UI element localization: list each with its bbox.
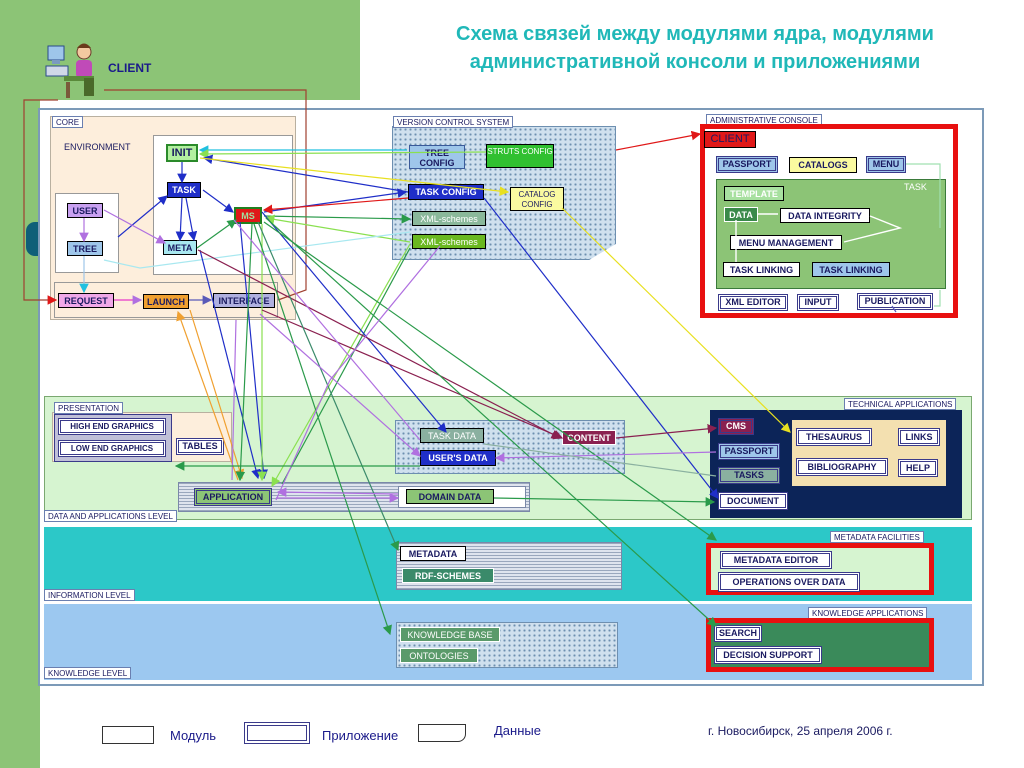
vcs-label: VERSION CONTROL SYSTEM	[393, 116, 514, 128]
low-end-graphics-app[interactable]: LOW END GRAPHICS	[58, 440, 166, 457]
data-integrity-module[interactable]: DATA INTEGRITY	[780, 208, 870, 223]
request-module[interactable]: REQUEST	[58, 293, 114, 308]
interface-module[interactable]: INTERFACE	[213, 293, 275, 308]
ontologies-data[interactable]: ONTOLOGIES	[400, 648, 478, 663]
legend-data-label: Данные	[494, 723, 541, 738]
cms-app[interactable]: CMS	[718, 418, 754, 435]
launch-module[interactable]: LAUNCH	[143, 294, 189, 309]
xml-schemes-data-2[interactable]: XML-schemes	[412, 234, 486, 249]
legend-data-swatch	[418, 724, 466, 742]
publication-app[interactable]: PUBLICATION	[857, 293, 933, 310]
application-app[interactable]: APPLICATION	[194, 488, 272, 506]
admin-data-module[interactable]: DATA	[724, 207, 758, 222]
presentation-label: PRESENTATION	[54, 402, 124, 414]
template-module[interactable]: TEMPLATE	[724, 186, 784, 201]
thesaurus-app[interactable]: THESAURUS	[796, 428, 872, 446]
menu-app[interactable]: MENU	[866, 156, 906, 173]
tree-config-data[interactable]: TREE CONFIG	[409, 145, 465, 169]
domain-data-data[interactable]: DOMAIN DATA	[406, 489, 494, 504]
tables-app[interactable]: TABLES	[176, 438, 224, 455]
ms-module[interactable]: MS	[234, 207, 262, 224]
client-label-top: CLIENT	[108, 61, 152, 75]
task-config-data[interactable]: TASK CONFIG	[408, 184, 484, 200]
metadata-editor-app[interactable]: METADATA EDITOR	[720, 551, 832, 569]
users-data-data[interactable]: USER'S DATA	[420, 450, 496, 466]
footer-location-date: г. Новосибирск, 25 апреля 2006 г.	[708, 724, 893, 738]
admin-passport-app[interactable]: PASSPORT	[716, 156, 778, 173]
xml-editor-app[interactable]: XML EDITOR	[718, 294, 788, 311]
input-app[interactable]: INPUT	[797, 294, 839, 311]
legend-application-swatch	[244, 722, 310, 744]
legend-module-swatch	[102, 726, 154, 744]
links-app[interactable]: LINKS	[898, 428, 940, 446]
page-title: Схема связей между модулями ядра, модуля…	[456, 23, 934, 73]
admin-client-module[interactable]: CLIENT	[704, 131, 756, 148]
operations-over-data-app[interactable]: OPERATIONS OVER DATA	[718, 572, 860, 592]
catalogs-module[interactable]: CATALOGS	[789, 157, 857, 173]
legend-application-label: Приложение	[322, 728, 399, 743]
bibliography-app[interactable]: BIBLIOGRAPHY	[796, 458, 888, 476]
left-green-band	[0, 0, 40, 768]
struts-config-data[interactable]: STRUTS CONFIG	[486, 144, 554, 168]
client-person-icon	[44, 40, 104, 102]
high-end-graphics-app[interactable]: HIGH END GRAPHICS	[58, 418, 166, 435]
know-level-label: KNOWLEDGE LEVEL	[44, 667, 132, 679]
environment-label: ENVIRONMENT	[64, 142, 131, 152]
tech-apps-label: TECHNICAL APPLICATIONS	[844, 398, 957, 410]
search-app[interactable]: SEARCH	[714, 625, 762, 642]
task-data-data[interactable]: TASK DATA	[420, 428, 484, 443]
init-module[interactable]: INIT	[166, 144, 198, 162]
catalog-config-data[interactable]: CATALOG CONFIG	[510, 187, 564, 211]
knowledge-base-data[interactable]: KNOWLEDGE BASE	[400, 627, 500, 642]
meta-fac-label: METADATA FACILITIES	[830, 531, 924, 543]
tasks-app[interactable]: TASKS	[718, 467, 780, 484]
tech-passport-app[interactable]: PASSPORT	[718, 443, 780, 460]
info-level-label: INFORMATION LEVEL	[44, 589, 135, 601]
user-module[interactable]: USER	[67, 203, 103, 218]
core-label: CORE	[52, 116, 84, 128]
decision-support-app[interactable]: DECISION SUPPORT	[714, 646, 822, 664]
task-linking-module-1[interactable]: TASK LINKING	[723, 262, 800, 277]
menu-management-module[interactable]: MENU MANAGEMENT	[730, 235, 842, 250]
legend-module-label: Модуль	[170, 728, 217, 743]
admin-task-label: TASK	[904, 182, 927, 192]
xml-schemes-data-1[interactable]: XML-schemes	[412, 211, 486, 226]
task-linking-module-2[interactable]: TASK LINKING	[812, 262, 890, 277]
data-level-label: DATA AND APPLICATIONS LEVEL	[44, 510, 177, 522]
document-app[interactable]: DOCUMENT	[718, 492, 788, 510]
metadata-data[interactable]: METADATA	[400, 546, 466, 561]
help-app[interactable]: HELP	[898, 459, 938, 477]
rdf-schemes-data[interactable]: RDF-SCHEMES	[402, 568, 494, 583]
